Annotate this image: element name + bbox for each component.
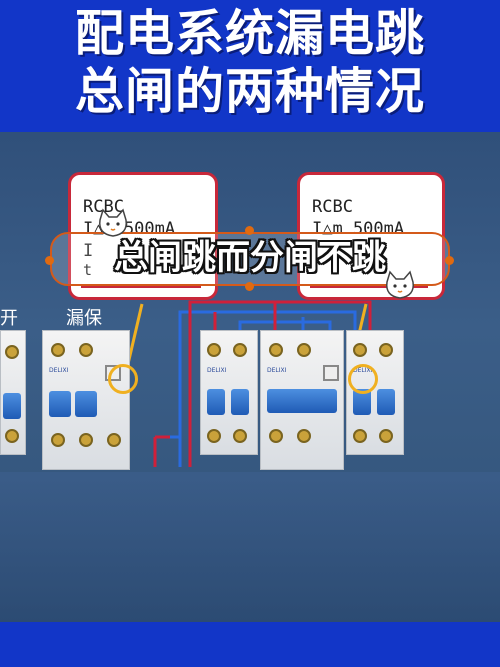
terminal-screw — [79, 433, 93, 447]
breaker-lever[interactable] — [377, 389, 395, 415]
branch-breaker-2: DELIXI — [260, 330, 344, 470]
breaker-lever[interactable] — [231, 389, 249, 415]
branch-breaker-1: DELIXI — [200, 330, 258, 455]
card-line-4: t — [83, 261, 93, 279]
card-underline — [310, 285, 428, 288]
card-line-3: I — [83, 241, 94, 261]
title-banner: 配电系统漏电跳 总闸的两种情况 — [0, 0, 500, 132]
brand-mark: DELIXI — [207, 367, 227, 374]
breaker-lever[interactable] — [75, 391, 97, 417]
card-name: RCBC — [312, 197, 353, 217]
terminal-screw — [233, 343, 247, 357]
bottom-bar — [0, 622, 500, 667]
terminal-screw — [79, 343, 93, 357]
frame-dot — [45, 256, 54, 265]
breaker-lever[interactable] — [207, 389, 225, 415]
brand-mark: DELIXI — [267, 367, 287, 374]
terminal-screw — [51, 343, 65, 357]
breaker-left-partial — [0, 330, 26, 455]
card-underline — [81, 285, 201, 288]
terminal-screw — [107, 433, 121, 447]
highlight-ring — [108, 364, 138, 394]
cat-sticker-icon — [386, 270, 414, 299]
branch-breaker-3: DELIXI — [346, 330, 404, 455]
terminal-screw — [207, 343, 221, 357]
breaker-lever[interactable] — [267, 389, 337, 413]
title-line-2: 总闸的两种情况 — [74, 63, 425, 120]
terminal-screw — [5, 429, 19, 443]
rcd-main-breaker: DELIXI — [42, 330, 130, 470]
terminal-screw — [297, 429, 311, 443]
rcbc-label-card-2: RCBC I△m 500mA — [297, 172, 445, 300]
title-line-1: 配电系统漏电跳 — [74, 5, 425, 62]
breaker-lever[interactable] — [3, 393, 21, 419]
breaker-lever[interactable] — [353, 389, 371, 415]
frame-dot — [245, 282, 254, 291]
card-name: RCBC — [83, 197, 124, 217]
caption-text: 总闸跳而分闸不跳 — [114, 238, 386, 278]
breaker-lever[interactable] — [49, 391, 71, 417]
cat-sticker-icon — [99, 208, 127, 237]
panel-floor — [0, 472, 500, 622]
terminal-screw — [5, 345, 19, 359]
terminal-screw — [269, 429, 283, 443]
terminal-screw — [379, 343, 393, 357]
rcbc-label-card-1: RCBC I△n 500mA I t — [68, 172, 218, 300]
terminal-screw — [233, 429, 247, 443]
frame-dot — [445, 256, 454, 265]
frame-dot — [245, 226, 254, 235]
brand-mark: DELIXI — [49, 367, 69, 374]
terminal-screw — [353, 429, 367, 443]
label-switch: 开 — [0, 308, 18, 329]
terminal-screw — [297, 343, 311, 357]
test-button[interactable] — [323, 365, 339, 381]
terminal-screw — [269, 343, 283, 357]
highlight-ring — [348, 364, 378, 394]
terminal-screw — [353, 343, 367, 357]
card-rating: I△m 500mA — [312, 219, 405, 239]
terminal-screw — [51, 433, 65, 447]
terminal-screw — [379, 429, 393, 443]
terminal-screw — [207, 429, 221, 443]
label-rcd: 漏保 — [66, 308, 102, 329]
